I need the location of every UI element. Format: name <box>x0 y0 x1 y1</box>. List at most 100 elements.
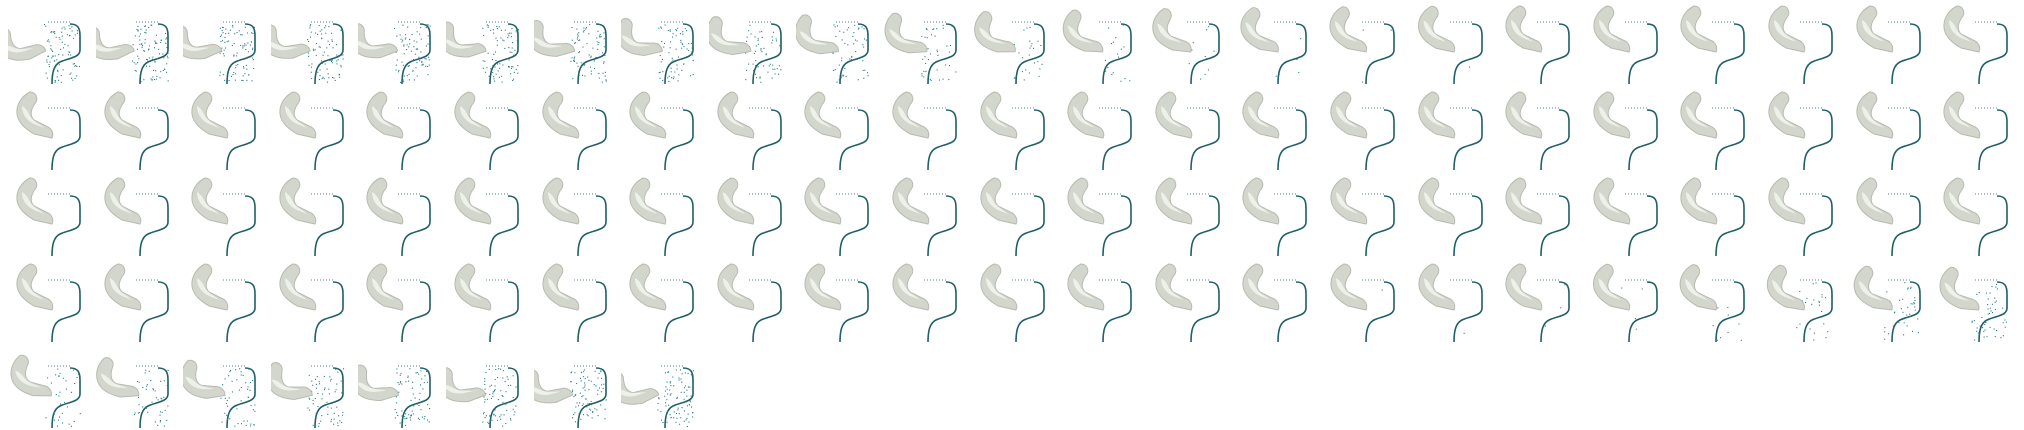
particle-dot <box>306 39 308 41</box>
animation-frame <box>621 174 705 258</box>
particle-dot <box>747 63 749 65</box>
particle-dot <box>668 52 670 54</box>
particle-dot <box>53 413 55 415</box>
particle-dot <box>508 59 510 61</box>
particle-dot <box>509 51 511 53</box>
particle-dot <box>512 79 514 81</box>
particle-dot <box>482 27 484 29</box>
particle-dot <box>945 64 947 66</box>
arm-shape <box>279 91 317 139</box>
arm-highlight <box>1686 106 1709 128</box>
particle-dot <box>396 372 398 374</box>
particle-dot <box>584 384 586 386</box>
particle-dot <box>342 44 344 46</box>
vessel-outline <box>1277 195 1308 257</box>
particle-dot <box>340 29 342 31</box>
particle-dot <box>1913 297 1915 299</box>
particle-dot <box>424 375 426 377</box>
particle-dot <box>1901 311 1904 313</box>
particle-dot <box>2002 307 2004 309</box>
particle-dot <box>582 376 584 378</box>
particle-dot <box>946 45 948 47</box>
particle-dot <box>235 79 237 81</box>
vessel-outline <box>751 281 782 343</box>
particle-dot <box>589 403 592 405</box>
particle-dot <box>582 403 584 405</box>
particle-dot <box>1986 336 1988 338</box>
arm-highlight <box>1336 278 1358 300</box>
particle-dot <box>692 370 695 372</box>
arm-vessel-render <box>1768 91 1833 171</box>
arm-shape <box>892 91 930 139</box>
particle-dot <box>327 73 329 75</box>
particle-dot <box>839 30 841 32</box>
animation-frame <box>8 346 92 430</box>
particle-dot <box>151 401 153 403</box>
particle-dot <box>673 417 675 419</box>
particle-dot <box>326 413 329 415</box>
particle-dot <box>512 375 514 377</box>
arm-highlight <box>1949 106 1972 128</box>
particle-dot <box>340 421 342 423</box>
particle-dot <box>339 420 341 422</box>
particle-dot <box>513 78 515 80</box>
particle-dot <box>61 31 63 33</box>
particle-dot <box>1977 332 1980 334</box>
particle-dot <box>681 47 683 49</box>
particle-dot <box>604 71 606 73</box>
particle-dot <box>1893 311 1895 313</box>
particle-dot <box>143 25 145 27</box>
arm-highlight <box>533 37 563 48</box>
particle-dot <box>340 392 342 394</box>
particle-dot <box>241 79 243 81</box>
particle-dot <box>1897 322 1899 324</box>
particle-dot <box>503 414 505 416</box>
particle-dot <box>683 391 685 393</box>
arm-shape <box>1505 177 1543 225</box>
particle-dot <box>921 75 923 77</box>
particle-dot <box>493 414 495 416</box>
particle-dot <box>76 65 78 67</box>
particle-dot <box>1028 54 1030 56</box>
arm-highlight <box>22 106 44 128</box>
particle-dot <box>58 395 60 397</box>
particle-dot <box>863 46 865 48</box>
vessel-outline <box>1102 23 1132 85</box>
arm-shape <box>8 27 47 61</box>
particle-dot <box>759 77 761 79</box>
vessel-outline <box>489 23 519 85</box>
animation-frame <box>8 88 92 172</box>
particle-dot <box>570 372 572 374</box>
particle-dot <box>500 390 502 392</box>
arm-vessel-render <box>629 263 694 343</box>
particle-dot <box>308 374 310 376</box>
particle-dot <box>321 29 323 31</box>
particle-dot <box>681 373 683 375</box>
arm-vessel-render <box>1853 265 1921 343</box>
particle-dot <box>331 40 333 42</box>
particle-dot <box>1033 62 1035 64</box>
arm-highlight <box>1772 279 1796 301</box>
particle-dot <box>335 389 337 391</box>
particle-dot <box>335 54 338 56</box>
particle-dot <box>225 28 227 30</box>
arm-highlight <box>109 278 132 300</box>
particle-dot <box>320 33 322 35</box>
particle-dot <box>496 40 498 42</box>
particle-dot <box>154 70 156 72</box>
particle-dot <box>231 75 233 77</box>
particle-dot <box>57 368 59 370</box>
arm-highlight <box>722 192 745 214</box>
particle-dot <box>411 414 413 416</box>
particle-dot <box>416 62 418 64</box>
particle-dot <box>1984 324 1986 326</box>
animation-frame <box>1760 260 1844 344</box>
particle-dot <box>251 80 253 82</box>
vessel-outline <box>1014 23 1045 85</box>
vessel-outline <box>1715 23 1746 85</box>
particle-dot <box>933 28 935 30</box>
particle-dot <box>58 79 60 81</box>
particle-dot <box>68 402 70 404</box>
particle-dot <box>948 51 950 53</box>
animation-frame <box>1059 88 1143 172</box>
